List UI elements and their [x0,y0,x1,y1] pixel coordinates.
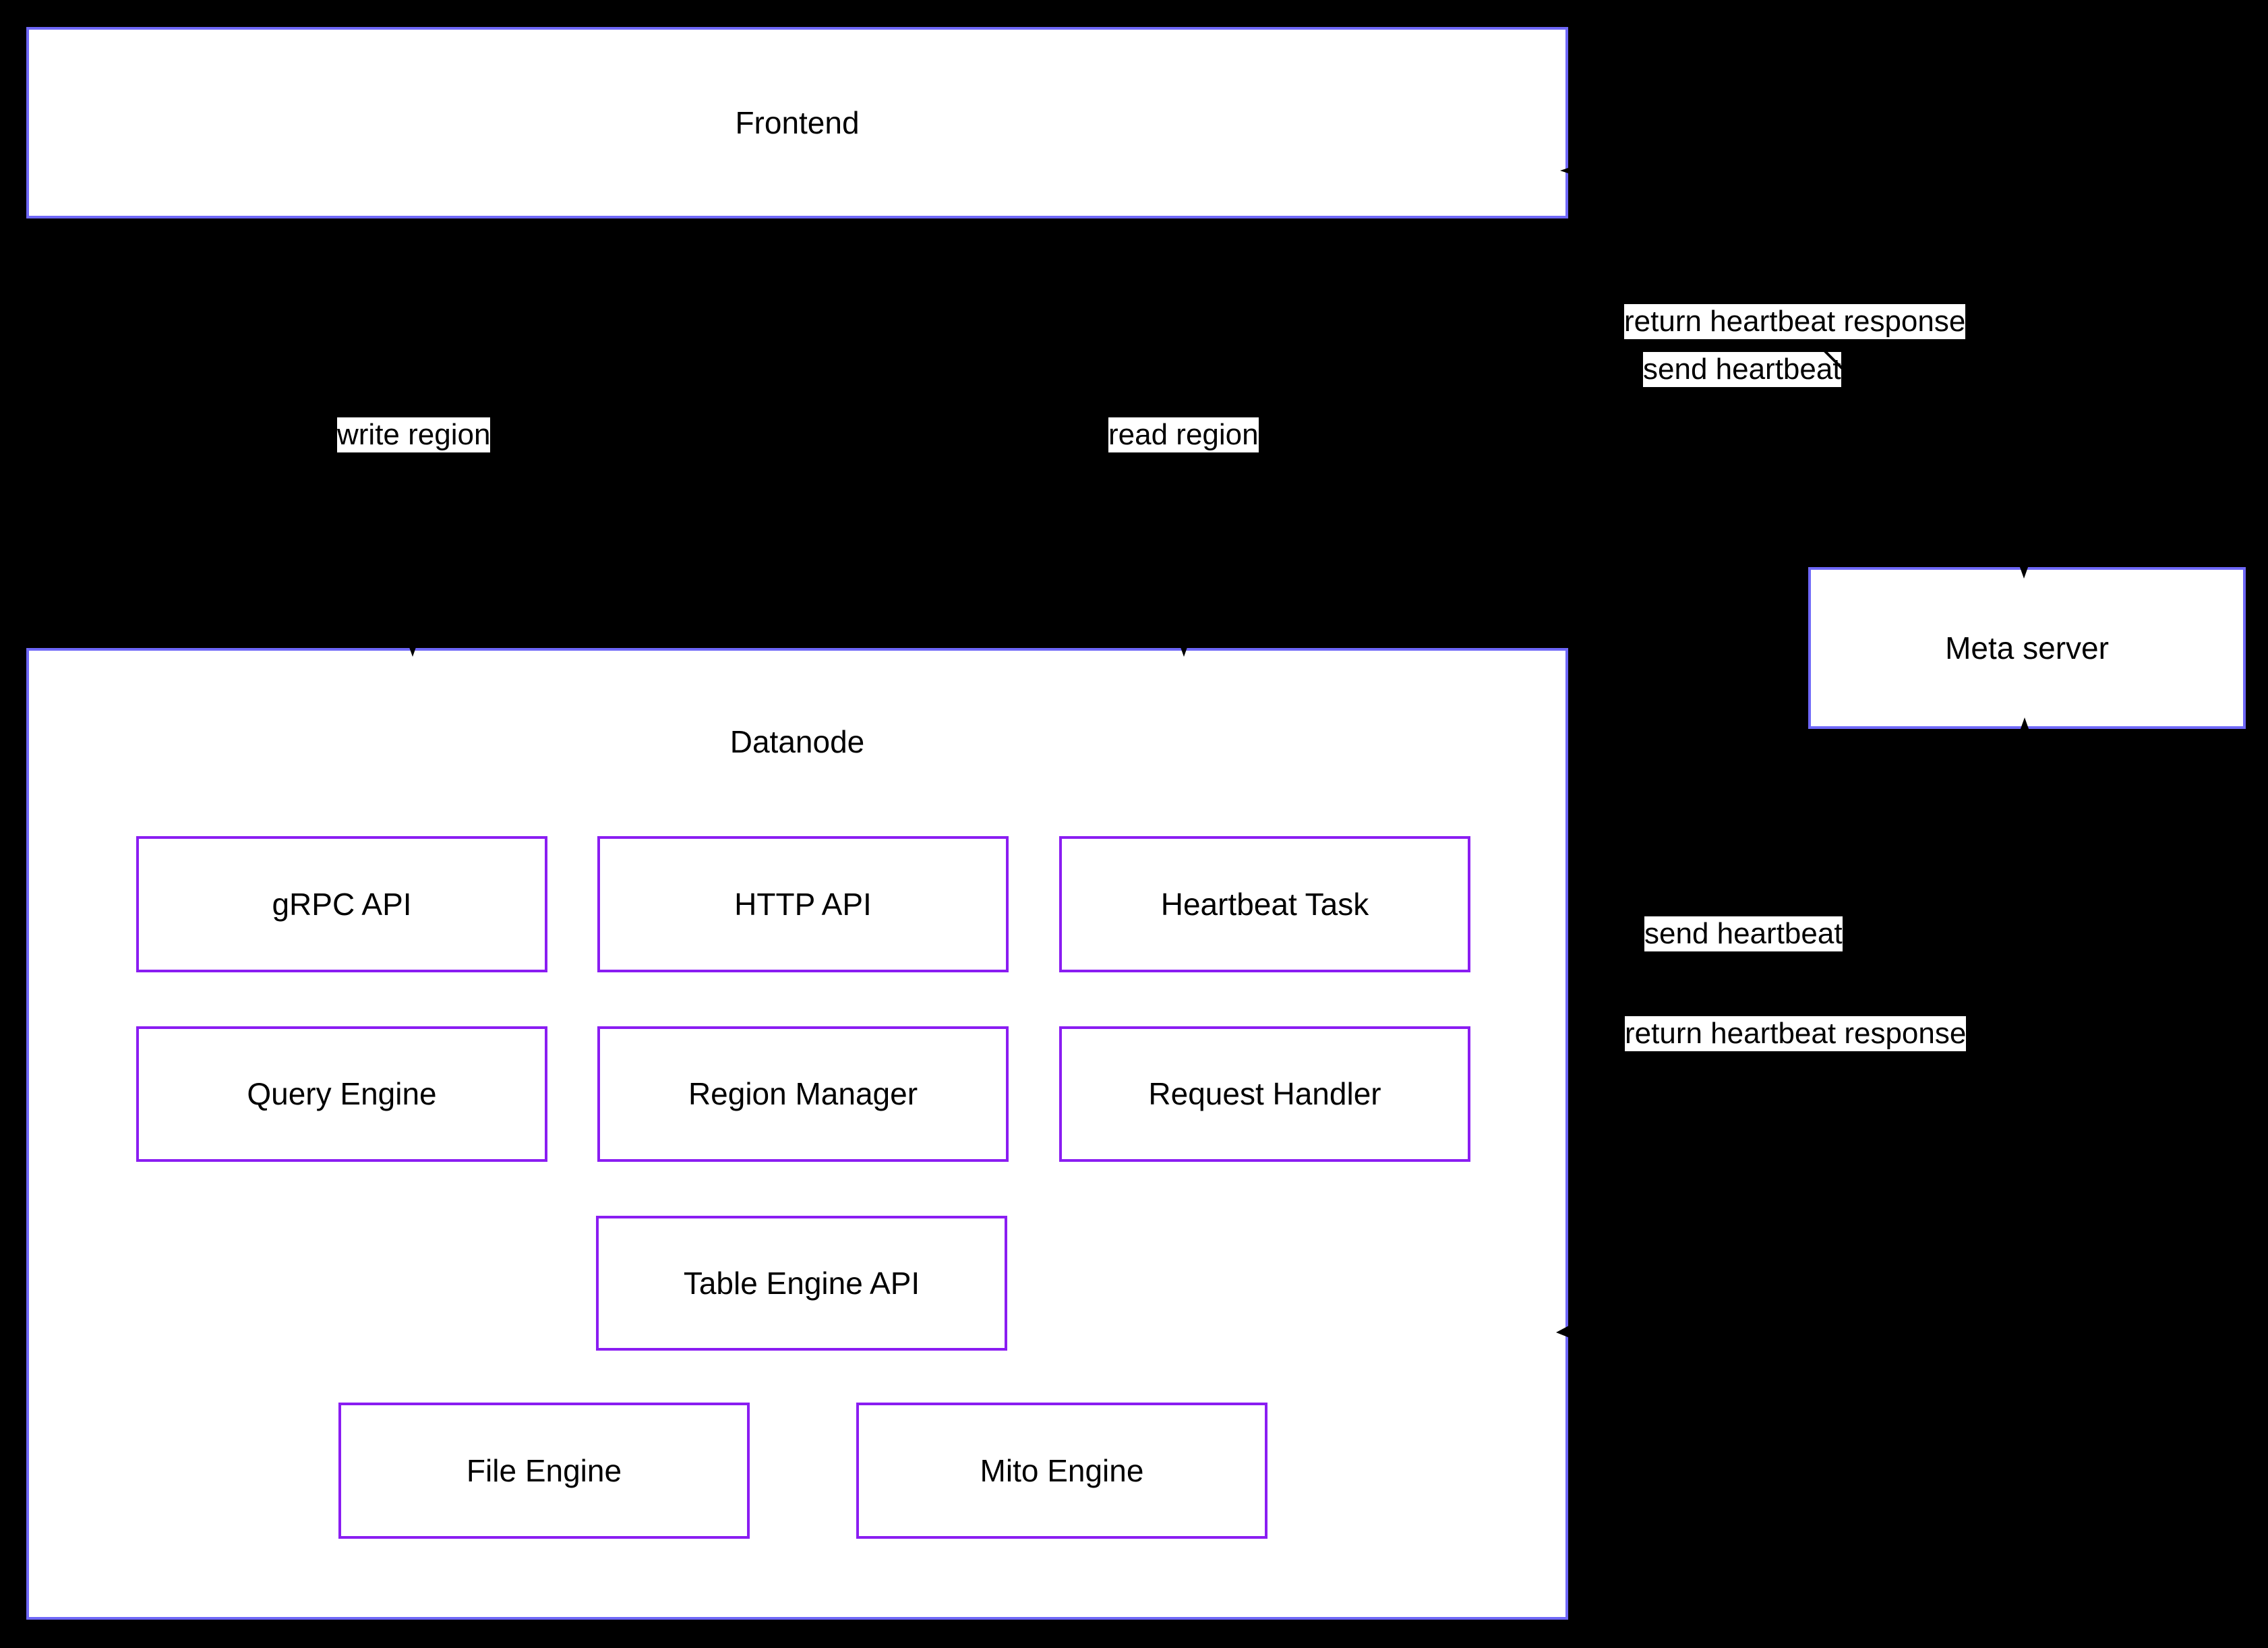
request-handler-label: Request Handler [1148,1076,1381,1112]
edge-label-return-heartbeat-frontend: return heartbeat response [1624,304,1966,339]
meta-server-node: Meta server [1808,567,2246,729]
datanode-label: Datanode [729,724,865,759]
edge-label-read-region: read region [1108,417,1259,452]
component-region-manager: Region Manager [597,1026,1009,1162]
frontend-cluster: Frontend [26,27,1568,218]
component-grpc-api: gRPC API [136,836,547,972]
edge-label-send-heartbeat-datanode: send heartbeat [1644,916,1843,951]
component-http-api: HTTP API [597,836,1009,972]
edge-label-send-heartbeat-frontend: send heartbeat [1643,352,1841,387]
grpc-api-label: gRPC API [272,886,412,922]
mito-engine-label: Mito Engine [980,1452,1144,1488]
arrow-meta-return-datanode [1580,730,1915,1331]
arrowhead-read-region [1177,638,1191,657]
component-mito-engine: Mito Engine [856,1403,1267,1539]
arrowhead-meta-return-datanode [1556,1320,1579,1341]
component-heartbeat-task: Heartbeat Task [1059,836,1470,972]
component-query-engine: Query Engine [136,1026,547,1162]
arrowhead-datanode-send-heartbeat [2018,717,2031,736]
arrowhead-frontend-send-heartbeat [2017,560,2031,579]
query-engine-label: Query Engine [247,1076,437,1112]
edge-label-write-region: write region [337,417,491,452]
table-engine-api-label: Table Engine API [683,1265,920,1301]
component-table-engine-api: Table Engine API [596,1216,1007,1351]
edge-label-return-heartbeat-datanode: return heartbeat response [1625,1016,1967,1051]
heartbeat-task-label: Heartbeat Task [1160,886,1369,922]
component-request-handler: Request Handler [1059,1026,1470,1162]
arrow-segment-over-send-heartbeat-label [1819,345,1851,378]
region-manager-label: Region Manager [688,1076,918,1112]
arrowhead-meta-return-frontend [1560,164,1580,177]
meta-server-label: Meta server [1945,630,2109,666]
file-engine-label: File Engine [466,1452,622,1488]
frontend-label: Frontend [735,105,860,140]
component-file-engine: File Engine [338,1403,750,1539]
arrowhead-write-region [406,638,419,657]
http-api-label: HTTP API [734,886,872,922]
